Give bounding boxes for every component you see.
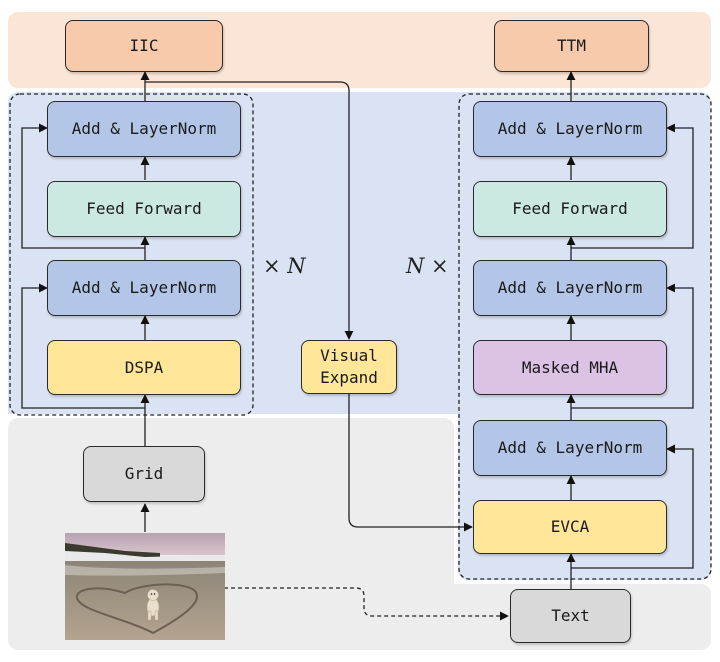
right-addnorm-bottom-node: Add & LayerNorm — [473, 420, 667, 476]
left-residual-2 — [21, 123, 145, 249]
right-decoder-dashed-border — [458, 93, 712, 580]
photo-drawing — [65, 533, 225, 640]
visual-expand-node: Visual Expand — [301, 340, 397, 394]
left-feed-forward-node: Feed Forward — [47, 181, 241, 237]
grid-node: Grid — [83, 446, 205, 502]
evca-node: EVCA — [473, 500, 667, 554]
right-addnorm-top-node: Add & LayerNorm — [473, 101, 667, 157]
right-repeat-label: N × — [406, 254, 449, 278]
arrow-to-visual-expand — [145, 81, 354, 340]
right-addnorm-mid-node: Add & LayerNorm — [473, 260, 667, 316]
dog-on-beach-photo — [65, 533, 225, 640]
masked-mha-node: Masked MHA — [473, 340, 667, 395]
text-node: Text — [510, 589, 631, 643]
left-residual-1 — [21, 283, 145, 409]
left-addnorm-bottom-node: Add & LayerNorm — [47, 260, 241, 316]
left-addnorm-top-node: Add & LayerNorm — [47, 101, 241, 157]
left-encoder-dashed-border — [9, 93, 254, 416]
right-feed-forward-node: Feed Forward — [473, 181, 667, 237]
left-repeat-label: × N — [263, 254, 306, 278]
dashed-image-to-text — [224, 587, 509, 621]
right-residual-2 — [571, 283, 694, 409]
arrow-visual-expand-to-evca — [348, 394, 473, 532]
right-residual-1 — [571, 444, 694, 569]
right-residual-3 — [571, 123, 694, 249]
dspa-node: DSPA — [47, 340, 241, 395]
iic-node: IIC — [65, 20, 223, 72]
ttm-node: TTM — [494, 20, 649, 72]
